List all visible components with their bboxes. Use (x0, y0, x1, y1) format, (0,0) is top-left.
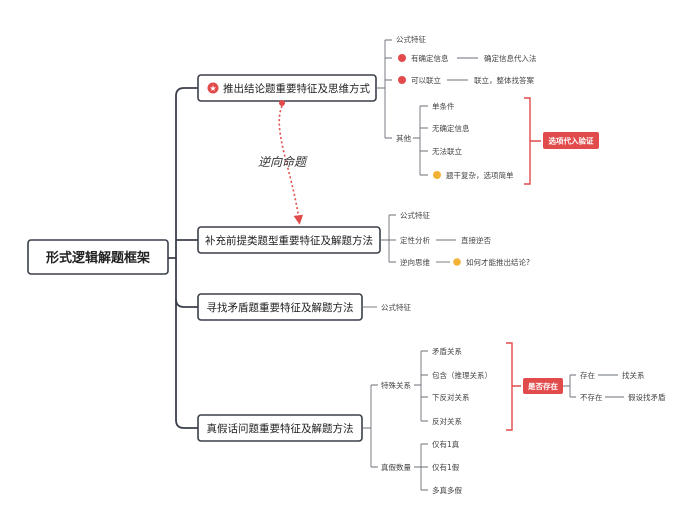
annotation-arrow (278, 105, 304, 225)
branch-2-node[interactable]: 补充前提类题型重要特征及解题方法 (197, 226, 381, 254)
b2-qualitative: 定性分析 (400, 235, 430, 245)
thinking-icon (453, 258, 461, 266)
edge-root-b4 (175, 299, 198, 429)
b4-contradiction: 矛盾关系 (432, 346, 462, 356)
b4-count-connectors (414, 443, 428, 491)
star-glyph: ★ (209, 84, 216, 93)
b1-formula-feature: 公式特征 (396, 34, 426, 44)
b4-contrary: 反对关系 (432, 416, 462, 426)
branch-3-label: 寻找矛盾题重要特征及解题方法 (207, 301, 354, 314)
b2-contrapositive: 直接逆否 (461, 235, 491, 245)
b4-special-relations: 特殊关系 (381, 380, 411, 390)
b1-combine-method: 联立，整体找答案 (474, 75, 534, 85)
branch-1-label: 推出结论题重要特征及思维方式 (223, 82, 370, 95)
star-icon (398, 76, 406, 84)
branch-2-label: 补充前提类题型重要特征及解题方法 (205, 234, 373, 247)
edge-root-b3 (175, 258, 198, 308)
b4-tag[interactable]: 是否存在 (523, 378, 563, 394)
smile-icon (433, 171, 441, 179)
branch-4-label: 真假话问题重要特征及解题方法 (207, 422, 354, 435)
b2-connectors (380, 214, 396, 263)
b2-how-to-conclude: 如何才能推出结论? (466, 257, 530, 267)
b1-others-connectors (413, 105, 428, 176)
branch-1-node[interactable]: ★ 推出结论题重要特征及思维方式 (197, 74, 377, 102)
b2-reverse-thinking: 逆向思维 (400, 257, 430, 267)
star-icon (398, 54, 406, 62)
star-icon (207, 82, 219, 94)
b4-relations-connectors (414, 350, 428, 422)
edge-root-trunk (168, 87, 198, 259)
b4-truth-count: 真假数量 (381, 462, 411, 472)
b1-definite-method: 确定信息代入法 (484, 53, 537, 63)
b2-formula-feature: 公式特征 (400, 210, 430, 220)
b4-exists: 存在 (580, 370, 595, 380)
b1-single-condition: 单条件 (432, 101, 455, 111)
b4-many-true-false: 多真多假 (432, 485, 462, 495)
b4-only-one-false: 仅有1假 (432, 462, 460, 472)
b1-definite-info: 有确定信息 (411, 53, 449, 63)
root-label: 形式逻辑解题框架 (46, 250, 150, 266)
b1-others: 其他 (396, 133, 411, 143)
branch-3-node[interactable]: 寻找矛盾题重要特征及解题方法 (197, 293, 363, 321)
b4-exist-connectors (563, 374, 576, 398)
b4-assume-contradiction: 假设找矛盾 (628, 392, 666, 402)
b4-subcontrary: 下反对关系 (432, 392, 470, 402)
b4-find-relation: 找关系 (622, 370, 645, 380)
b1-cannot-combine: 无法联立 (432, 146, 462, 156)
b4-only-one-true: 仅有1真 (432, 439, 460, 449)
b4-not-exists: 不存在 (580, 392, 603, 402)
root-node[interactable]: 形式逻辑解题框架 (27, 239, 169, 275)
b1-connectors (376, 39, 392, 139)
b1-complex-stem: 题干复杂，选项简单 (446, 170, 514, 180)
b1-no-definite-info: 无确定信息 (432, 123, 470, 133)
b4-inclusion: 包含（推理关系） (432, 370, 492, 380)
annotation-label: 逆向命题 (258, 155, 308, 169)
b1-bracket (524, 97, 541, 185)
b4-tag-label: 是否存在 (527, 381, 558, 391)
b3-formula-feature: 公式特征 (381, 302, 411, 312)
b1-combinable: 可以联立 (411, 75, 441, 85)
b1-tag[interactable]: 选项代入验证 (543, 132, 599, 149)
annotation-start-dot (279, 100, 285, 106)
b4-bracket (506, 342, 521, 431)
branch-4-node[interactable]: 真假话问题重要特征及解题方法 (197, 414, 363, 442)
b1-tag-label: 选项代入验证 (549, 136, 594, 146)
b4-connectors (362, 384, 378, 468)
